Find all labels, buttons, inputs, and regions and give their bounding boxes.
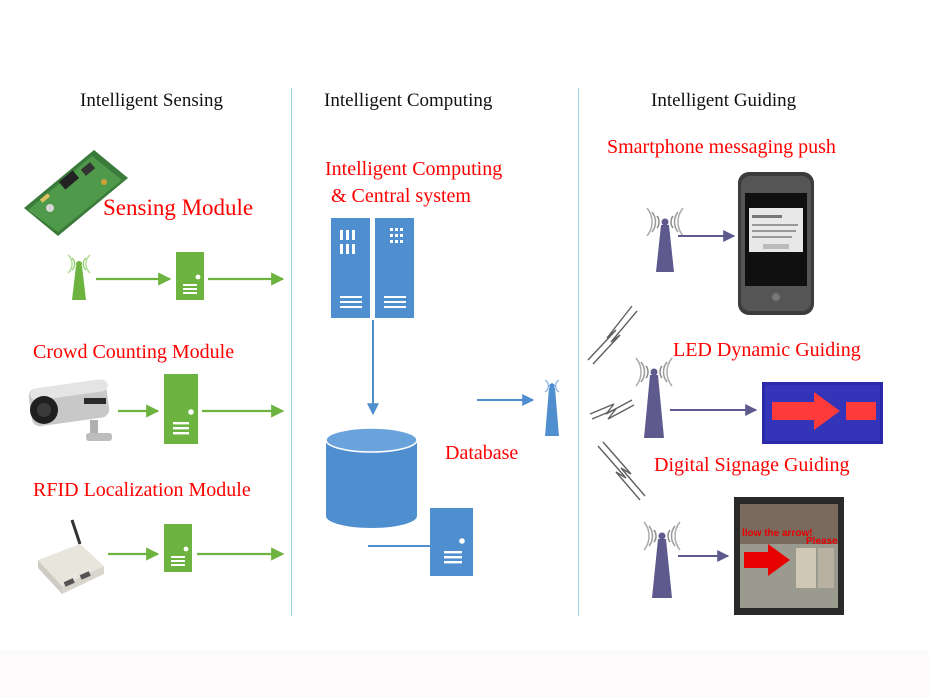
sensing-module-label: Sensing Module [103, 195, 254, 220]
digital-signage-guiding-label: Digital Signage Guiding [654, 454, 850, 476]
column-title-computing: Intelligent Computing [324, 90, 493, 111]
transmitter-antenna-icon [544, 379, 560, 436]
column-title-guiding: Intelligent Guiding [651, 90, 797, 111]
central-system-label-line1: Intelligent Computing [325, 158, 503, 180]
database-server-icon [430, 508, 473, 576]
central-server-rack-icon [331, 218, 414, 318]
sensing-antenna-icon [67, 254, 91, 300]
led-display-image [762, 382, 883, 444]
database-label: Database [445, 442, 519, 464]
digital-signage-image: llow the arrow! Please [734, 497, 844, 615]
led-dynamic-guiding-label: LED Dynamic Guiding [673, 339, 861, 361]
crowd-counting-module-label: Crowd Counting Module [33, 341, 235, 363]
wireless-link-icon-bottom [597, 441, 646, 501]
signage-screen-text-2: Please [806, 536, 838, 547]
smartphone-antenna-icon [646, 207, 684, 272]
central-system-label-line2: & Central system [331, 185, 471, 207]
sensing-server-icon [176, 252, 204, 300]
database-cylinder-icon [325, 427, 418, 528]
led-antenna-icon [635, 357, 673, 438]
crowd-server-icon [164, 374, 198, 444]
smartphone-image [738, 172, 814, 315]
smartphone-messaging-label: Smartphone messaging push [607, 136, 836, 158]
divider-right [578, 88, 579, 616]
wireless-link-icon-middle [589, 399, 635, 420]
signage-antenna-icon [643, 521, 681, 598]
rfid-reader-image [38, 519, 104, 594]
sensor-board-image [24, 150, 128, 236]
column-title-sensing: Intelligent Sensing [80, 90, 224, 111]
signage-screen-text-1: llow the arrow! [742, 528, 813, 539]
rfid-localization-module-label: RFID Localization Module [33, 479, 251, 501]
surveillance-camera-image [28, 379, 112, 441]
divider-left [291, 88, 292, 616]
wireless-link-icon-top [587, 305, 638, 365]
bottom-band [0, 650, 929, 698]
rfid-server-icon [164, 524, 192, 572]
